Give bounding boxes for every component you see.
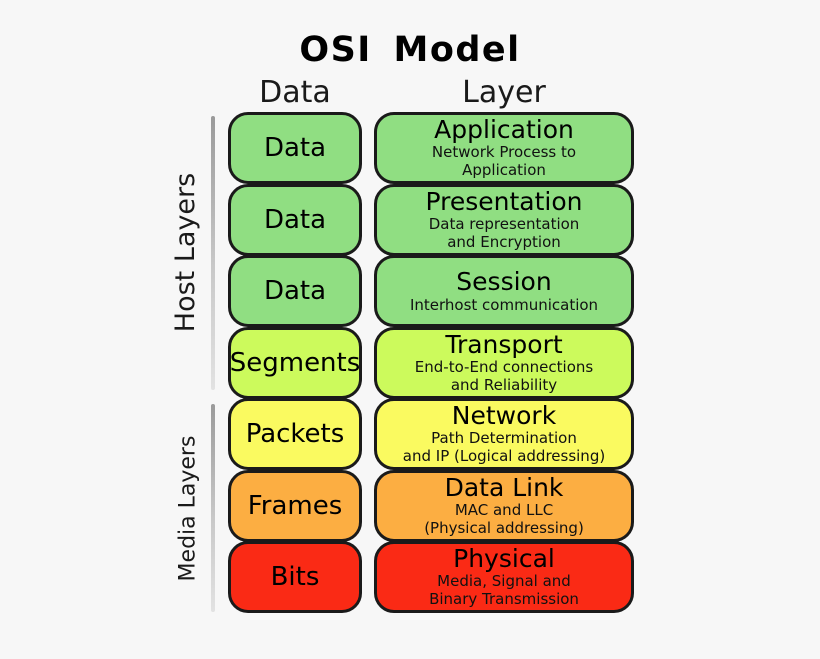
data-unit-pill-transport[interactable]: Segments <box>228 326 362 399</box>
layer-description-line: Path Determination <box>431 429 577 447</box>
page-title: OSI Model <box>299 30 521 70</box>
column-header-data: Data <box>259 75 331 110</box>
layer-description-line: Interhost communication <box>409 295 599 314</box>
data-unit-pill-presentation[interactable]: Data <box>228 183 362 256</box>
column-header-layer: Layer <box>462 75 546 110</box>
layer-name: Presentation <box>425 186 583 216</box>
data-unit-pill-application[interactable]: Data <box>228 112 362 184</box>
data-unit-label: Packets <box>245 419 345 449</box>
data-unit-pill-physical[interactable]: Bits <box>228 541 362 613</box>
layer-description-line: Data representation <box>428 214 580 233</box>
layer-description-line: Media, Signal and <box>437 572 571 590</box>
layer-description-line: End-to-End connections <box>414 357 594 376</box>
layer-name: Physical <box>453 544 555 573</box>
layer-description-line: Binary Transmission <box>429 590 579 608</box>
layer-name: Application <box>434 115 574 144</box>
layer-description-line: Network Process to <box>431 143 577 161</box>
data-unit-label: Frames <box>247 490 343 521</box>
data-unit-label: Data <box>263 133 327 163</box>
layer-description-line: MAC and LLC <box>454 500 554 519</box>
layer-name: Transport <box>445 329 563 359</box>
layer-description-line: Application <box>462 161 546 179</box>
data-unit-pill-network[interactable]: Packets <box>228 398 362 470</box>
data-unit-label: Segments <box>229 347 361 378</box>
data-unit-label: Bits <box>270 562 320 592</box>
layer-description-line: and IP (Logical addressing) <box>402 447 606 465</box>
group-rule-media-layers <box>211 404 215 612</box>
layer-description-line: (Physical addressing) <box>424 518 584 537</box>
data-unit-label: Data <box>263 276 327 306</box>
group-rule-host-layers <box>211 116 215 390</box>
layer-description-line: and Reliability <box>450 375 558 394</box>
data-unit-pill-data-link[interactable]: Frames <box>228 469 362 542</box>
layer-name: Session <box>456 266 552 296</box>
data-unit-pill-session[interactable]: Data <box>228 255 362 327</box>
layer-name: Network <box>451 401 557 430</box>
layer-description-line: and Encryption <box>447 232 561 251</box>
layer-name: Data Link <box>444 472 564 502</box>
data-unit-label: Data <box>263 204 327 235</box>
